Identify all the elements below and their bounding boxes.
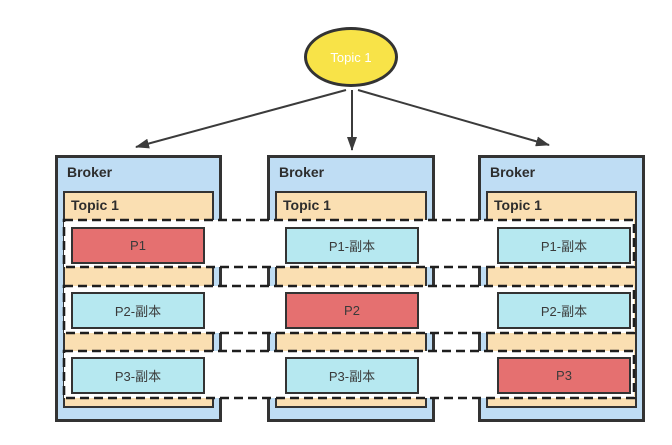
broker-1-label: Broker xyxy=(67,164,113,180)
broker-3-label: Broker xyxy=(490,164,536,180)
partition-broker3-p1-replica: P1-副本 xyxy=(497,227,631,264)
topic-ellipse: Topic 1 xyxy=(304,27,398,87)
partition-broker2-p2: P2 xyxy=(285,292,419,329)
broker-2-label: Broker xyxy=(279,164,325,180)
topic-ellipse-label: Topic 1 xyxy=(330,49,372,65)
broker-1-topic-label: Topic 1 xyxy=(71,197,119,213)
broker-2-topic-label: Topic 1 xyxy=(283,197,331,213)
partition-broker2-p3-replica: P3-副本 xyxy=(285,357,419,394)
partition-broker2-p1-replica: P1-副本 xyxy=(285,227,419,264)
broker-3-topic-label: Topic 1 xyxy=(494,197,542,213)
arrow-to-broker-1 xyxy=(135,89,347,149)
partition-broker3-p2-replica: P2-副本 xyxy=(497,292,631,329)
arrow-to-broker-3 xyxy=(357,89,550,147)
partition-broker3-p3: P3 xyxy=(497,357,631,394)
partition-broker1-p3-replica: P3-副本 xyxy=(71,357,205,394)
partition-broker1-p1: P1 xyxy=(71,227,205,264)
partition-broker1-p2-replica: P2-副本 xyxy=(71,292,205,329)
